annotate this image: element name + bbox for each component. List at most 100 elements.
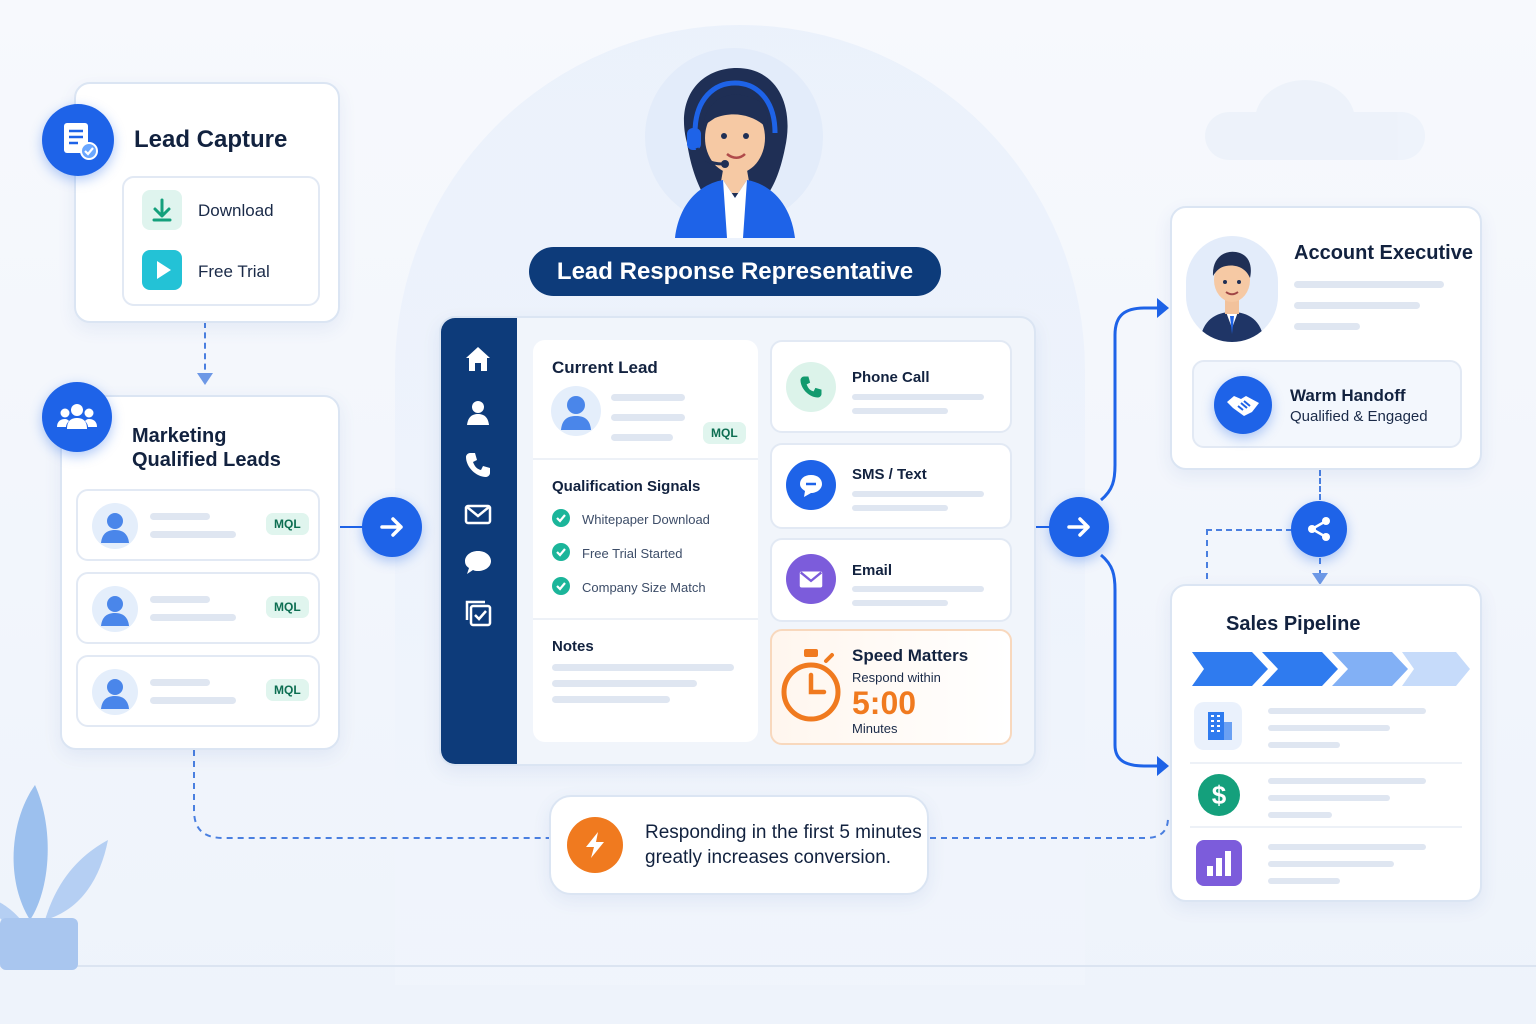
lead-capture-sources: Download Free Trial xyxy=(122,176,320,306)
chat-icon[interactable] xyxy=(462,546,494,578)
speed-title: Speed Matters xyxy=(852,646,969,665)
phone-icon xyxy=(786,362,836,412)
divider xyxy=(533,458,758,460)
user-icon[interactable] xyxy=(462,397,494,429)
message-icon xyxy=(786,460,836,510)
phone-icon[interactable] xyxy=(462,449,494,481)
share-button[interactable] xyxy=(1291,501,1347,557)
mail-icon[interactable] xyxy=(462,498,494,530)
arrow-down-icon xyxy=(197,373,213,385)
placeholder-line xyxy=(150,614,236,621)
home-icon[interactable] xyxy=(462,343,494,375)
email-card[interactable]: Email xyxy=(770,538,1012,622)
speed-subtitle: Respond within xyxy=(852,670,941,685)
email-label: Email xyxy=(852,562,893,579)
placeholder-line xyxy=(611,434,673,441)
placeholder-line xyxy=(852,505,948,511)
placeholder-line xyxy=(611,414,685,421)
placeholder-line xyxy=(150,531,236,538)
check-icon xyxy=(552,543,570,561)
building-icon xyxy=(1194,702,1242,750)
conversion-note-card: Responding in the first 5 minutes greatl… xyxy=(549,795,929,895)
mail-icon xyxy=(786,554,836,604)
arrow-down-icon xyxy=(1312,573,1328,585)
placeholder-line xyxy=(1268,725,1390,731)
connector-capture-to-mql xyxy=(204,322,206,380)
bar-chart-icon xyxy=(1196,840,1242,886)
placeholder-line xyxy=(852,408,948,414)
mql-card: Marketing Qualified Leads MQL MQL MQL xyxy=(60,395,340,750)
businessman-icon xyxy=(1200,251,1264,342)
avatar xyxy=(92,503,138,549)
avatar xyxy=(92,586,138,632)
feedback-loop-connector xyxy=(193,750,1169,839)
placeholder-line xyxy=(150,513,210,520)
arrow-right-icon xyxy=(380,517,403,537)
placeholder-line xyxy=(1268,878,1340,884)
download-label[interactable]: Download xyxy=(198,201,274,220)
placeholder-line xyxy=(1268,742,1340,748)
current-lead-panel: Current Lead MQL Qualification Signals W… xyxy=(533,340,758,742)
conversion-note-line1: Responding in the first 5 minutes xyxy=(645,822,922,843)
mql-badge: MQL xyxy=(266,513,309,535)
current-lead-title: Current Lead xyxy=(552,358,658,377)
pipeline-stages xyxy=(1192,652,1470,686)
arrow-right-icon xyxy=(1067,517,1090,537)
lead-capture-title: Lead Capture xyxy=(134,126,288,153)
forward-arrow-button-left[interactable] xyxy=(362,497,422,557)
connector-share-left xyxy=(1206,529,1292,531)
speed-unit: Minutes xyxy=(852,721,898,736)
free-trial-label[interactable]: Free Trial xyxy=(198,262,270,281)
forward-arrow-button-right[interactable] xyxy=(1049,497,1109,557)
placeholder-line xyxy=(852,586,984,592)
placeholder-line xyxy=(852,600,948,606)
placeholder-line xyxy=(552,696,670,703)
representative-title: Lead Response Representative xyxy=(556,257,914,285)
placeholder-line xyxy=(1268,778,1426,784)
current-lead-avatar xyxy=(551,386,601,436)
divider xyxy=(1190,762,1462,764)
signal-item: Whitepaper Download xyxy=(582,512,710,527)
warm-handoff-card[interactable]: Warm Handoff Qualified & Engaged xyxy=(1192,360,1462,448)
crm-sidebar xyxy=(441,318,517,764)
placeholder-line xyxy=(1294,323,1360,330)
phone-call-card[interactable]: Phone Call xyxy=(770,340,1012,433)
placeholder-line xyxy=(552,664,734,671)
placeholder-line xyxy=(1268,708,1426,714)
placeholder-line xyxy=(150,679,210,686)
warm-handoff-subtitle: Qualified & Engaged xyxy=(1290,408,1428,425)
connector-mql-to-rep xyxy=(340,526,370,528)
representative-avatar xyxy=(645,48,823,238)
placeholder-line xyxy=(1268,795,1390,801)
connector-rep-to-right xyxy=(1036,526,1056,528)
sales-pipeline-title: Sales Pipeline xyxy=(1226,613,1361,635)
connector-share-to-pipeline xyxy=(1319,558,1321,576)
dollar-icon: $ xyxy=(1198,774,1240,816)
speed-matters-card: Speed Matters Respond within 5:00 Minute… xyxy=(770,629,1012,745)
representative-title-banner: Lead Response Representative xyxy=(529,247,941,296)
placeholder-line xyxy=(1268,861,1394,867)
placeholder-line xyxy=(1268,812,1332,818)
share-icon xyxy=(1308,517,1330,541)
placeholder-line xyxy=(1268,844,1426,850)
placeholder-line xyxy=(150,596,210,603)
conversion-note-line2: greatly increases conversion. xyxy=(645,847,892,868)
mql-lead-row[interactable]: MQL xyxy=(76,489,320,561)
connector-share-down-left xyxy=(1206,529,1208,579)
lead-capture-card: Lead Capture Download Free Trial xyxy=(74,82,340,323)
placeholder-line xyxy=(852,491,984,497)
sms-text-label: SMS / Text xyxy=(852,466,927,483)
divider xyxy=(1190,826,1462,828)
account-executive-title: Account Executive xyxy=(1294,242,1473,264)
placeholder-line xyxy=(1294,281,1444,288)
handshake-icon xyxy=(1214,376,1272,434)
connector-ae-to-share xyxy=(1319,470,1321,500)
tasks-icon[interactable] xyxy=(462,597,494,629)
sales-pipeline-card: Sales Pipeline $ xyxy=(1170,584,1482,902)
document-check-icon xyxy=(64,123,98,160)
sms-text-card[interactable]: SMS / Text xyxy=(770,443,1012,529)
mql-lead-row[interactable]: MQL xyxy=(76,572,320,644)
check-icon xyxy=(552,577,570,595)
mql-lead-row[interactable]: MQL xyxy=(76,655,320,727)
mql-badge: MQL xyxy=(266,679,309,701)
